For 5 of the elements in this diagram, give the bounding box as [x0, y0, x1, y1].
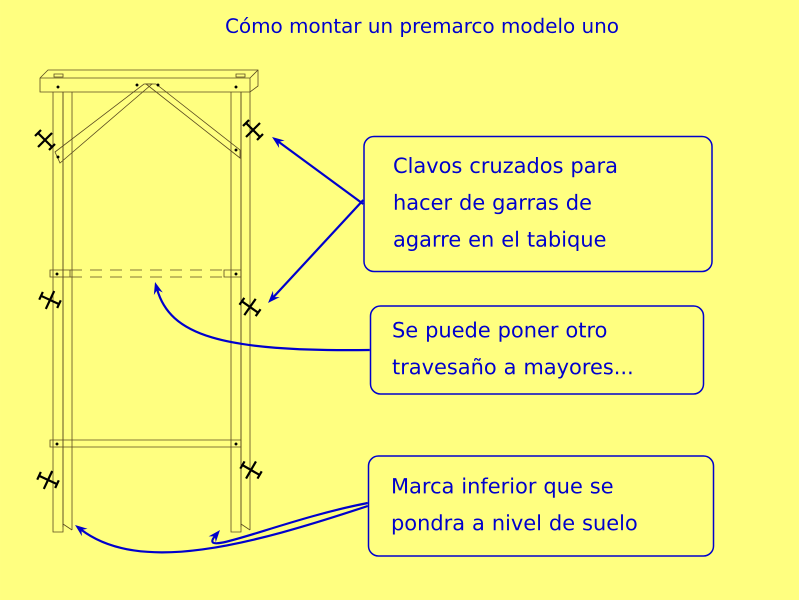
title: Cómo montar un premarco modelo uno: [226, 16, 618, 38]
arrow: [208, 502, 368, 544]
callout-box: Se puede poner otro travesaño a mayores...: [370, 305, 704, 395]
callout-box: Clavos cruzados para hacer de garras de agarre en el tabique: [363, 136, 713, 272]
callout-box: Marca inferior que se pondra a nivel de suelo: [368, 455, 714, 557]
